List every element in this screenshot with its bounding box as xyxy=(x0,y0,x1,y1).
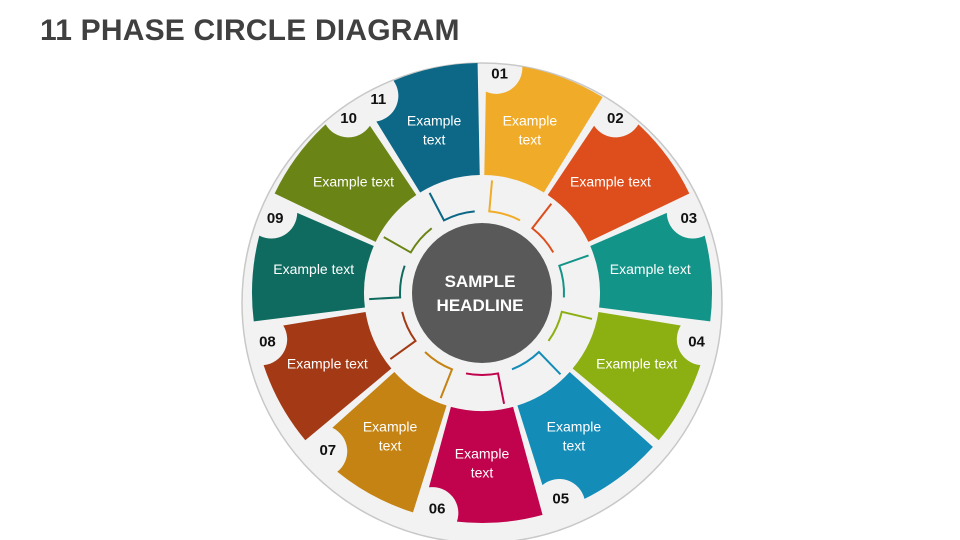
phase-segment-10: Example text 10 xyxy=(274,110,417,242)
segment-number: 08 xyxy=(259,334,276,351)
segment-number: 05 xyxy=(552,490,569,507)
connector-line xyxy=(424,351,454,399)
segment-number: 02 xyxy=(607,110,624,127)
connector-line xyxy=(511,350,562,375)
segment-number: 06 xyxy=(429,500,446,517)
phase-segment-03: Example text 03 xyxy=(590,210,712,322)
connector-line xyxy=(465,372,506,405)
connector-line xyxy=(428,192,475,222)
segment-shape xyxy=(517,371,653,499)
phase-segment-09: Example text 09 xyxy=(251,210,374,322)
segment-number: 09 xyxy=(267,210,284,227)
segment-shape xyxy=(332,371,447,513)
segment-shape xyxy=(590,212,712,322)
center-headline-line1: SAMPLE xyxy=(445,272,516,291)
connector-line xyxy=(369,265,406,301)
segment-shape xyxy=(572,312,701,441)
segment-number: 01 xyxy=(491,66,508,83)
segment-label: Example text xyxy=(287,356,368,372)
segment-number: 10 xyxy=(340,110,357,127)
segment-number: 04 xyxy=(688,334,705,351)
connector-line xyxy=(488,180,521,222)
segment-label: Example text xyxy=(273,261,354,277)
segment-shape xyxy=(274,124,417,242)
connector-line xyxy=(530,203,555,253)
segment-number: 03 xyxy=(680,210,697,227)
phase-segment-02: Example text 02 xyxy=(547,110,690,242)
segment-number: 11 xyxy=(370,91,386,108)
center-headline-line2: HEADLINE xyxy=(437,296,524,315)
connector-line xyxy=(383,227,433,254)
segment-shape xyxy=(251,212,374,322)
segment-label: Example text xyxy=(570,174,651,190)
segment-shape xyxy=(484,66,603,193)
segment-shape xyxy=(428,406,543,523)
page-title: 11 PHASE CIRCLE DIAGRAM xyxy=(40,14,460,47)
center-circle xyxy=(412,223,552,363)
segment-number: 07 xyxy=(319,442,336,459)
segment-label: Example text xyxy=(610,261,691,277)
segment-shape xyxy=(376,63,480,193)
phase-segment-08: Example text 08 xyxy=(259,312,392,441)
connector-line xyxy=(389,311,417,360)
segment-shape xyxy=(547,124,690,242)
connector-line xyxy=(558,254,589,298)
segment-label: Example text xyxy=(313,174,394,190)
phase-segment-04: Example text 04 xyxy=(572,312,706,441)
segment-label: Example text xyxy=(596,356,677,372)
connector-line xyxy=(547,310,593,342)
segment-shape xyxy=(263,312,392,441)
